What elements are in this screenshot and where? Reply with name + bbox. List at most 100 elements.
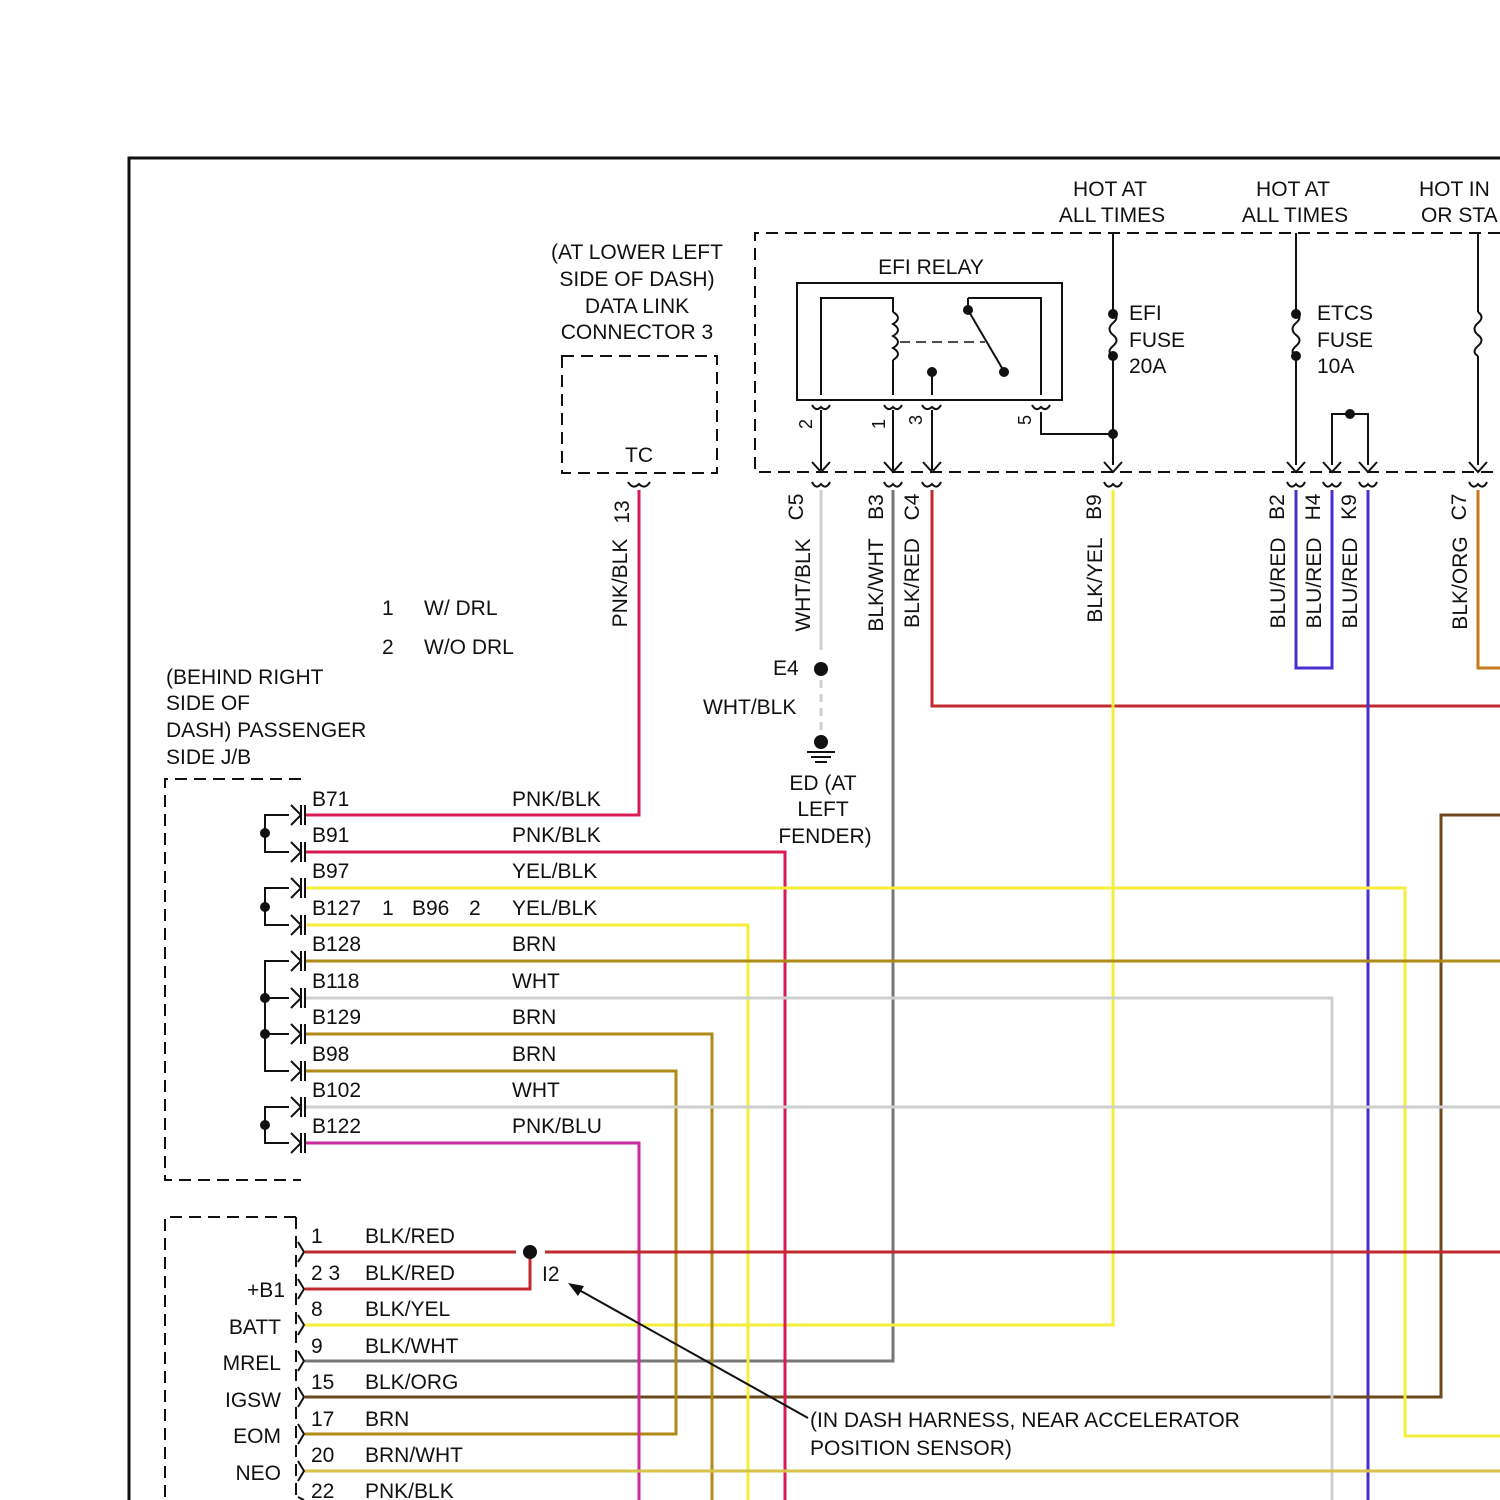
- jb-wire-b129: BRN: [512, 1006, 556, 1029]
- dlc-label-2: SIDE OF DASH): [559, 268, 714, 291]
- jb-splice-2: [260, 902, 270, 912]
- connector-b9: B9: [1083, 494, 1106, 520]
- ecm-pin-15: 15: [311, 1371, 334, 1394]
- jb-wire-b118: WHT: [512, 970, 560, 993]
- jb-wire-b98: BRN: [512, 1043, 556, 1066]
- jb-splice-1: [260, 828, 270, 838]
- connector-k9: K9: [1338, 494, 1361, 520]
- ecm-pin-8: 8: [311, 1298, 323, 1321]
- hot-label-3-line1: HOT IN: [1419, 178, 1490, 201]
- etcs-jumper-dot: [1345, 409, 1355, 419]
- jb-b96-pin: B96: [412, 897, 449, 920]
- connector-c7: C7: [1448, 494, 1471, 521]
- legend-1-num: 1: [382, 597, 394, 620]
- jb-wire-b71: PNK/BLK: [512, 788, 601, 811]
- jb-wire-b128: BRN: [512, 933, 556, 956]
- ecm-terminal-symbols: [298, 1242, 304, 1500]
- relay-coil-icon: [893, 312, 898, 395]
- ecm-wire-1: BLK/RED: [365, 1225, 455, 1248]
- efi-fuse-dot-bottom: [1108, 351, 1118, 361]
- legend-1-text: W/ DRL: [424, 597, 498, 620]
- splice-i2-note-2: POSITION SENSOR): [810, 1437, 1012, 1460]
- etcs-fuse-label-3: 10A: [1317, 355, 1354, 378]
- ecm-wire-15: BLK/ORG: [365, 1371, 458, 1394]
- jb-wire-b97: YEL/BLK: [512, 860, 597, 883]
- efi-fuse-label-2: FUSE: [1129, 329, 1185, 352]
- jb-wire-b127: YEL/BLK: [512, 897, 597, 920]
- wire-label-c4: BLK/RED: [901, 538, 924, 628]
- wire-label-k9: BLU/RED: [1339, 537, 1362, 628]
- jb-pin-b122: B122: [312, 1115, 361, 1138]
- efi-fuse-dot-top: [1108, 309, 1118, 319]
- efi-fuse-label-1: EFI: [1129, 302, 1162, 325]
- jb-wire-b91: PNK/BLK: [512, 824, 601, 847]
- ground-icon: [807, 735, 835, 762]
- legend-2-num: 2: [382, 636, 394, 659]
- etcs-fuse-dot-bottom: [1291, 351, 1301, 361]
- hot-label-2-line2: ALL TIMES: [1242, 204, 1348, 227]
- relay-switch-icon: [968, 298, 1041, 395]
- connector-b2: B2: [1266, 494, 1289, 520]
- ground-wire-label: WHT/BLK: [703, 696, 796, 719]
- jb-b96-post: 2: [469, 897, 481, 920]
- jb-pin-b128: B128: [312, 933, 361, 956]
- splice-i2-label: I2: [542, 1263, 560, 1286]
- ecm-wire-22: PNK/BLK: [365, 1480, 454, 1500]
- ecm-wire-9: BLK/WHT: [365, 1335, 459, 1358]
- relay-coil-lead-left: [821, 298, 893, 395]
- etcs-fuse-label-1: ETCS: [1317, 302, 1373, 325]
- jb-pin-b102: B102: [312, 1079, 361, 1102]
- relay-switch-pivot: [963, 305, 973, 315]
- wire-pnk-blu-b122: [305, 1143, 639, 1500]
- dlc-wire-label: PNK/BLK: [609, 539, 632, 628]
- jb-label-2: SIDE OF: [166, 692, 250, 715]
- ecm-pin-22: 22: [311, 1480, 334, 1500]
- jb-splice-3: [260, 993, 270, 1003]
- dlc-pin-symbol: [628, 482, 650, 487]
- etcs-fuse-label-2: FUSE: [1317, 329, 1373, 352]
- jb-pin-b118: B118: [312, 970, 360, 993]
- wire-label-c5: WHT/BLK: [792, 538, 815, 631]
- ground-splice-e4: E4: [773, 657, 799, 680]
- jb-terminal-symbols: [265, 805, 305, 1153]
- relay-pin-5: 5: [1015, 415, 1035, 425]
- ecm-pin-17: 17: [311, 1408, 334, 1431]
- jb-label-3: DASH) PASSENGER: [166, 719, 366, 742]
- relay-pin-1: 1: [869, 419, 889, 429]
- wire-yel-blk-b97: [305, 888, 1500, 1436]
- efi-relay-label: EFI RELAY: [878, 256, 984, 279]
- connector-b3: B3: [865, 494, 888, 520]
- wire-label-c7: BLK/ORG: [1449, 536, 1472, 629]
- ecm-name-neo: NEO: [235, 1462, 281, 1485]
- dlc-terminal-tc: TC: [625, 444, 653, 467]
- dlc-pin-13: 13: [611, 500, 634, 523]
- jb-outline: [165, 779, 301, 1180]
- hot-label-1-line2: ALL TIMES: [1059, 204, 1165, 227]
- ground-splice-dot: [814, 662, 828, 676]
- hot-label-2-line1: HOT AT: [1256, 178, 1330, 201]
- ground-label-2: LEFT: [797, 798, 849, 821]
- relay-pin-symbols: [812, 405, 1050, 409]
- connector-h4: H4: [1302, 493, 1325, 520]
- splice-i2-dot: [523, 1245, 537, 1259]
- jb-pin-b97: B97: [312, 860, 349, 883]
- ground-label-3: FENDER): [778, 825, 871, 848]
- hot-label-3-line2: OR STA: [1421, 204, 1498, 227]
- jb-label-1: (BEHIND RIGHT: [166, 666, 324, 689]
- efi-relay-box: [797, 283, 1062, 400]
- ecm-wire-17: BRN: [365, 1408, 409, 1431]
- jb-splice-5: [260, 1120, 270, 1130]
- ecm-name-b1: +B1: [247, 1279, 285, 1302]
- legend-2-text: W/O DRL: [424, 636, 514, 659]
- ecm-pin-2-3: 2 3: [311, 1262, 340, 1285]
- etcs-fuse-dot-top: [1291, 309, 1301, 319]
- connector-c4: C4: [901, 493, 924, 520]
- relay-pin-3: 3: [906, 415, 926, 425]
- wire-label-b2: BLU/RED: [1267, 537, 1290, 628]
- jb-label-4: SIDE J/B: [166, 746, 251, 769]
- wire-blk-red-c4: [932, 490, 1500, 706]
- jb-pin-b98: B98: [312, 1043, 349, 1066]
- jb-pin-b91: B91: [312, 824, 349, 847]
- dlc-label-4: CONNECTOR 3: [561, 321, 713, 344]
